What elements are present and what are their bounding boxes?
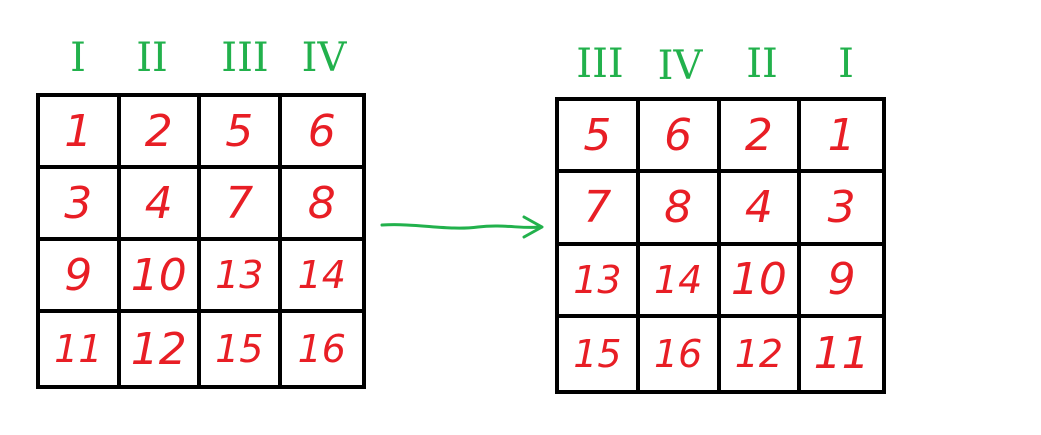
left-cell: 4	[120, 169, 201, 241]
left-column-label-4: IV	[301, 35, 347, 81]
left-column-label-3: III	[221, 35, 269, 81]
left-cell: 11	[40, 313, 121, 385]
right-cell: 10	[720, 245, 802, 318]
left-cell: 6	[281, 97, 362, 169]
right-cell: 9	[801, 246, 882, 318]
right-cell: 12	[721, 317, 802, 390]
right-cell: 11	[813, 328, 870, 380]
left-cell: 14	[281, 241, 362, 313]
right-cell: 4	[720, 173, 802, 246]
right-cell: 14	[639, 245, 721, 318]
left-column-label-1: I	[70, 35, 86, 81]
right-cell: 1	[801, 101, 882, 174]
left-cell: 1	[40, 97, 121, 169]
right-cell: 3	[801, 173, 882, 246]
right-arrow-icon	[380, 215, 544, 239]
right-cell: 8	[639, 173, 721, 246]
right-cell: 15	[559, 317, 640, 390]
right-column-label-4: I	[838, 41, 854, 87]
left-grid: 1 2 5 6 3 4 7 8 9 10 13 14 11 12 15 16	[36, 93, 366, 389]
right-cell: 2	[720, 101, 802, 174]
left-cell: 12	[121, 313, 201, 385]
left-cell: 13	[201, 241, 282, 313]
left-column-label-2: II	[136, 35, 168, 81]
left-cell: 2	[120, 97, 201, 169]
left-cell: 16	[297, 327, 346, 371]
left-cell: 5	[201, 97, 282, 169]
right-cell: 13	[559, 245, 640, 318]
right-column-label-3: II	[746, 41, 778, 87]
left-cell: 3	[40, 169, 121, 241]
left-cell: 15	[201, 313, 282, 385]
left-cell: 10	[120, 241, 201, 313]
left-cell: 9	[40, 241, 121, 313]
right-cell: 16	[640, 317, 721, 390]
right-grid: 5 6 2 1 7 8 4 3 13 14 10 9 15 16 12 11	[555, 97, 886, 394]
right-cell: 5	[559, 101, 640, 174]
left-cell: 8	[281, 169, 362, 241]
right-column-label-1: III	[576, 41, 624, 87]
left-cell: 7	[201, 169, 282, 241]
right-column-label-2: IV	[657, 43, 703, 89]
right-cell: 6	[639, 101, 721, 174]
right-cell: 7	[559, 173, 640, 246]
